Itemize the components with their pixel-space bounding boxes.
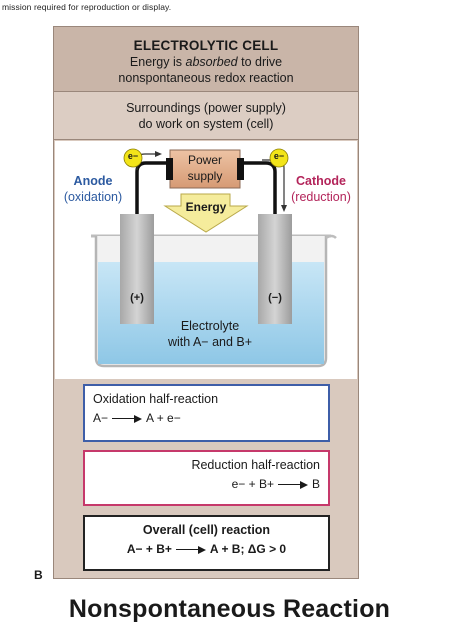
title-box: ELECTROLYTIC CELL Energy is absorbed to … [53,26,359,92]
reaction-arrow-icon [175,545,206,554]
power-terminal-right [237,158,244,180]
cell-subtitle: Energy is absorbed to drive nonspontaneo… [118,55,294,85]
anode-wire [135,161,170,215]
cathode-electrode [258,214,292,324]
cathode-label: Cathode (reduction) [291,174,351,204]
reduction-title: Reduction half-reaction [191,458,320,472]
power-supply-label: Power supply [187,153,223,183]
panel-label: B [34,568,43,582]
surroundings-line2: do work on system (cell) [138,117,274,131]
cell-title: ELECTROLYTIC CELL [133,38,279,53]
electron-label-right: e− [273,151,285,161]
reaction-arrow-icon [277,480,308,489]
power-terminal-left [166,158,173,180]
electron-badge-left [123,148,143,168]
reduction-equation: e− + B+B [231,477,320,491]
anode-electrode [120,214,154,324]
reduction-box: Reduction half-reaction e− + B+B [83,450,330,506]
electron-label-left: e− [127,151,139,161]
permission-note: mission required for reproduction or dis… [2,2,172,12]
reaction-arrow-icon [112,414,143,423]
footer-caption: Nonspontaneous Reaction [68,595,391,623]
energy-label: Energy [185,200,227,214]
energy-arrow [163,193,249,233]
electron-badge-right [269,148,289,168]
oxidation-title: Oxidation half-reaction [93,392,219,406]
surroundings-line1: Surroundings (power supply) [126,101,286,115]
absorbed-emphasis: absorbed [185,55,238,69]
overall-equation: A− + B+A + B; ΔG > 0 [126,542,287,556]
overall-box: Overall (cell) reaction A− + B+A + B; ΔG… [83,515,330,571]
oxidation-box: Oxidation half-reaction A−A + e− [83,384,330,442]
electrolyte-label: Electrolyte with A− and B+ [167,319,253,349]
anode-label: Anode (oxidation) [63,174,123,204]
surroundings-box: Surroundings (power supply) do work on s… [53,92,359,140]
overall-title: Overall (cell) reaction [142,523,271,537]
cathode-sign: (−) [268,292,282,304]
anode-sign: (+) [130,292,144,304]
cathode-wire [240,161,277,215]
oxidation-equation: A−A + e− [93,411,181,425]
